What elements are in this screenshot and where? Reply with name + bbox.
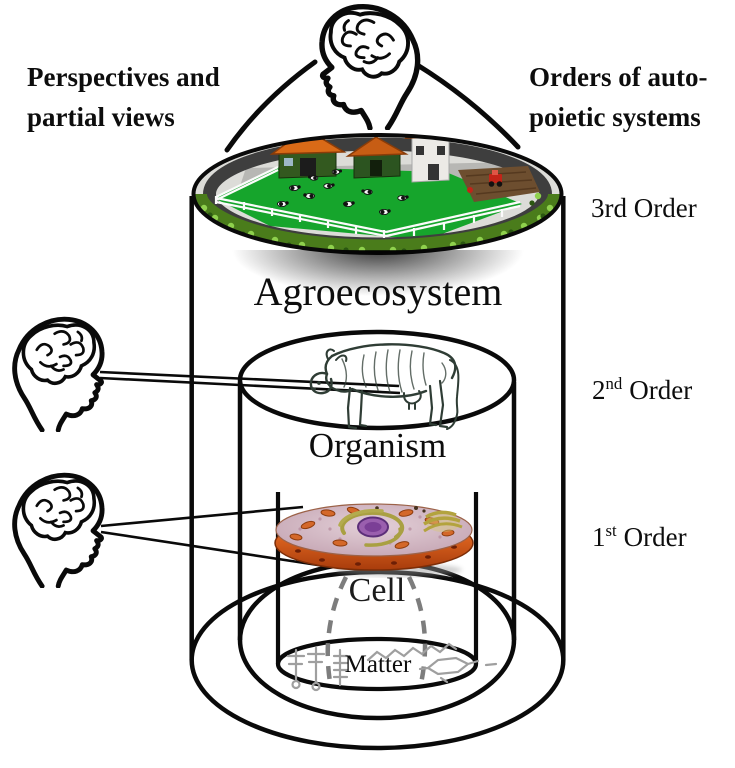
order-2-num: 2: [592, 375, 606, 405]
brain-icon: [21, 479, 97, 542]
right-heading: Orders of auto- poietic systems: [529, 57, 707, 137]
left-heading-line1: Perspectives and: [27, 62, 220, 92]
order-1-sup: st: [605, 521, 617, 540]
right-heading-line1: Orders of auto-: [529, 62, 708, 92]
farm-illustration: [191, 133, 564, 255]
nucleolus: [364, 522, 382, 532]
organism-label: Organism: [308, 426, 447, 465]
brain-icon: [21, 323, 97, 386]
observer-head-cell-icon: [12, 472, 105, 588]
left-heading: Perspectives and partial views: [27, 57, 220, 137]
right-heading-line2: poietic systems: [529, 102, 701, 132]
order-2-sup: nd: [605, 374, 623, 393]
farm-fences: [214, 166, 521, 238]
farm-scene: [193, 135, 562, 253]
order-1-num: 1: [592, 522, 606, 552]
cow-illustration: [309, 343, 460, 430]
dark-organelle-specks: [375, 506, 426, 513]
brain-icon: [328, 11, 411, 79]
tractor-icon: [488, 170, 503, 187]
field-cows: [277, 169, 409, 216]
outer-cylinder: [189, 196, 566, 751]
observer-head-top-icon: [319, 4, 421, 130]
agroecosystem-label: Agroecosystem: [253, 269, 503, 314]
cell-to-matter-dashed-cone: [325, 575, 428, 689]
order-label-1st: 1st Order: [592, 522, 687, 553]
cell-illustration: [274, 503, 474, 577]
order-label-2nd: 2nd Order: [592, 375, 692, 406]
matter-label: Matter: [344, 651, 412, 678]
golgi-arcs: [423, 510, 463, 533]
matter-molecules-icon: [286, 642, 498, 692]
observer-head-organism-icon: [12, 316, 105, 432]
left-heading-line2: partial views: [27, 102, 175, 132]
barn-middle-icon: [345, 136, 409, 179]
middle-cylinder: [237, 329, 517, 721]
order-1-word: Order: [623, 522, 687, 552]
order-2-word: Order: [629, 375, 693, 405]
order-label-3rd: 3rd Order: [591, 193, 697, 223]
endoplasmic-reticulum-rings: [338, 508, 405, 547]
farmer-figure: [467, 187, 473, 193]
cell-rim-pores: [295, 545, 457, 566]
barn-left-icon: [269, 135, 347, 179]
cell-label: Cell: [348, 572, 406, 609]
